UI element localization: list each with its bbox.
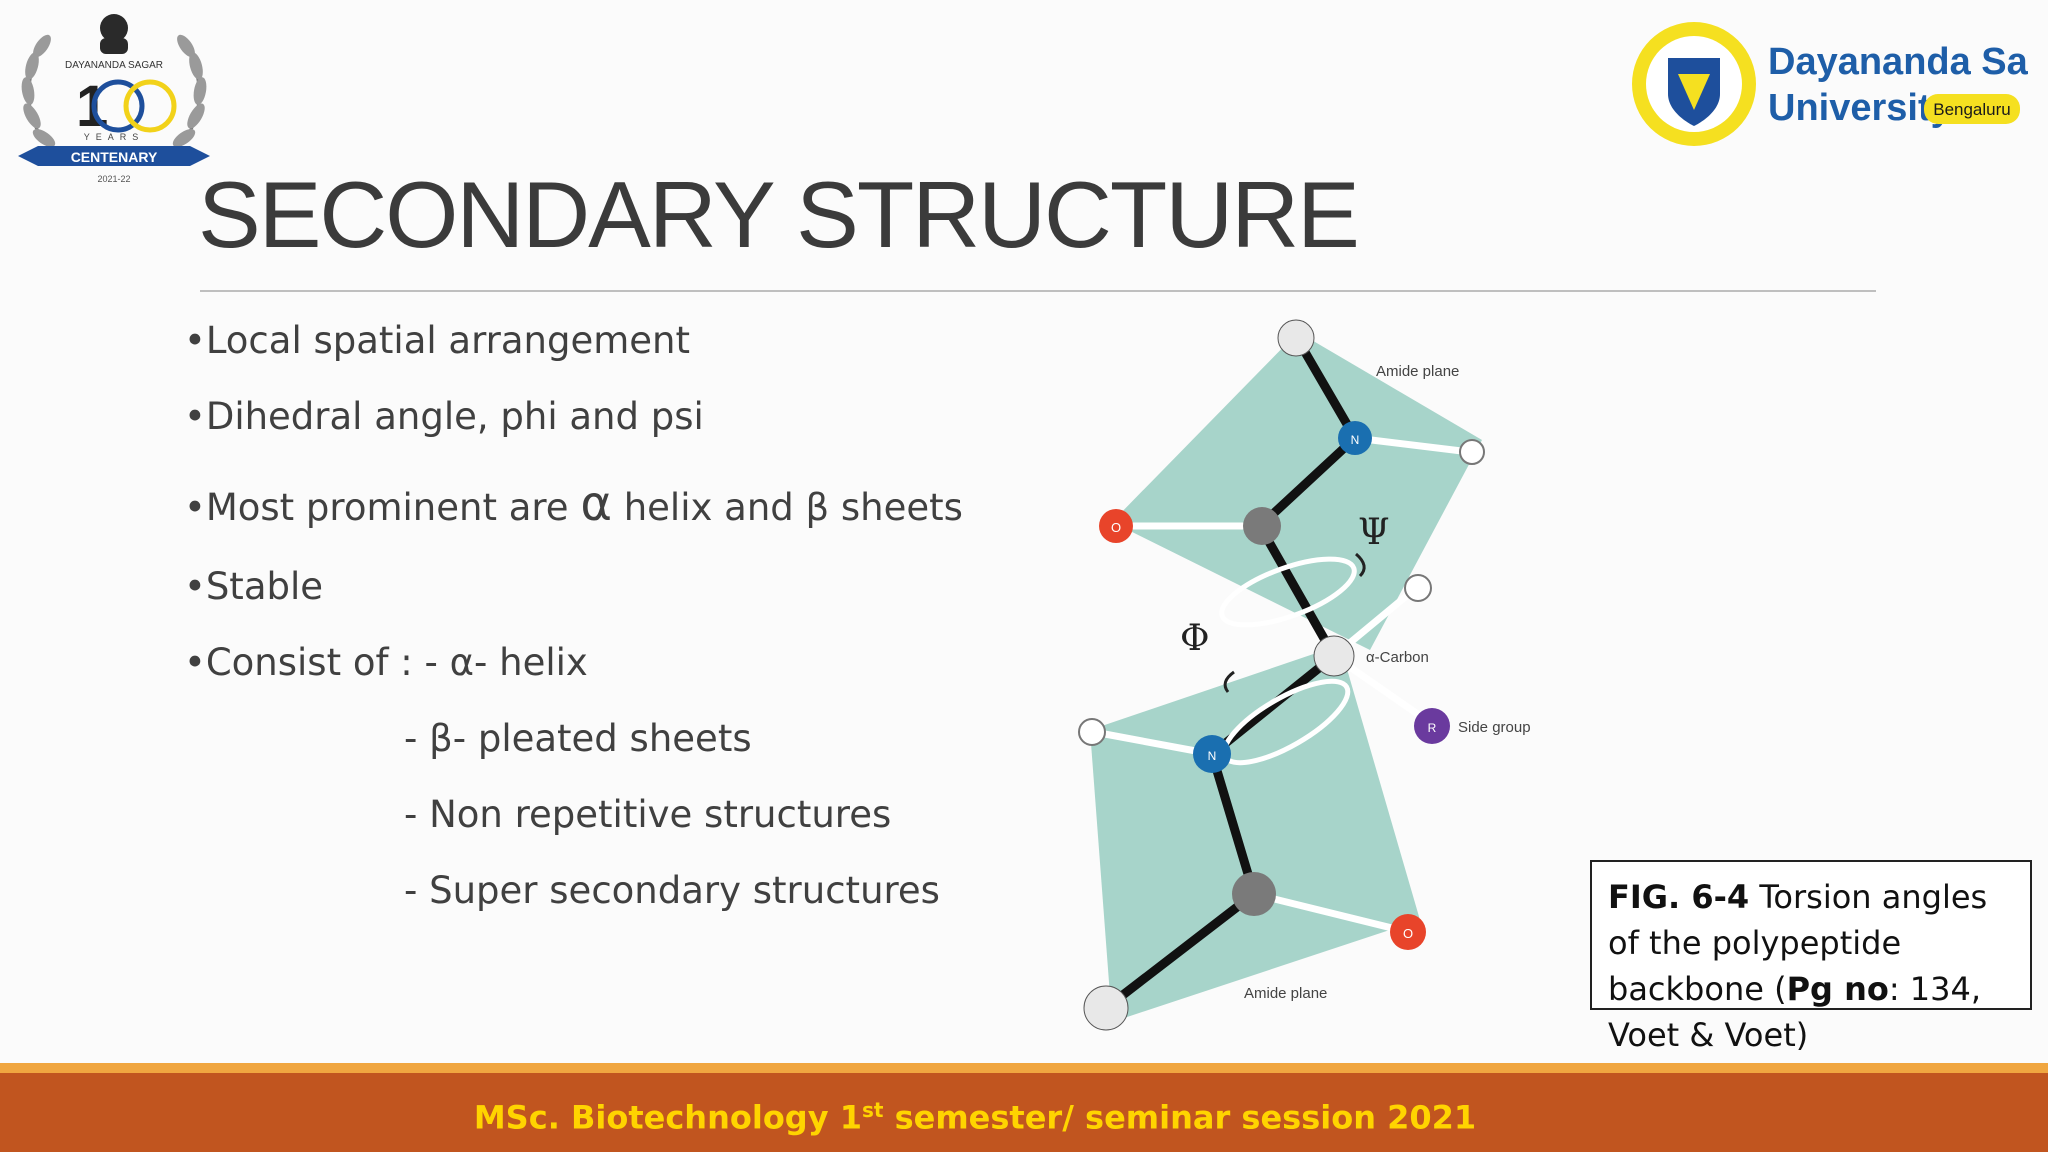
atom-n-label: N — [1351, 433, 1360, 447]
amide-plane-bottom — [1090, 645, 1420, 1022]
bullet-stable: •Stable — [184, 565, 324, 608]
figure-caption: FIG. 6-4 Torsion angles of the polypepti… — [1590, 860, 2032, 1054]
footer-prefix: MSc. Biotechnology 1 — [473, 1098, 862, 1137]
hydrogen-atom — [1459, 439, 1485, 465]
nitrogen-atom — [1338, 421, 1372, 455]
phi-symbol: Φ — [1180, 618, 1210, 659]
university-name-line1: Dayananda Sagar — [1768, 41, 2028, 83]
alpha-carbon-label: α-Carbon — [1366, 649, 1429, 666]
oxygen-atom — [1099, 509, 1133, 543]
logo-ribbon: CENTENARY — [71, 149, 158, 165]
caption-fig-label: FIG. 6-4 — [1608, 878, 1750, 916]
bullet-dihedral-angle: •Dihedral angle, phi and psi — [184, 395, 704, 438]
alpha-symbol: α — [580, 476, 612, 532]
hydrogen-atom — [1404, 574, 1432, 602]
alpha-carbon-atom — [1313, 635, 1355, 677]
side-group-atom — [1414, 708, 1450, 744]
bullet-local-arrangement: •Local spatial arrangement — [184, 319, 691, 362]
hydrogen-atom — [1083, 985, 1129, 1031]
bullet-prominent-suffix: helix and β sheets — [611, 486, 963, 529]
footer-text: MSc. Biotechnology 1st semester/ seminar… — [0, 1098, 1950, 1137]
logo-top-text: DAYANANDA SAGAR — [65, 60, 163, 71]
bullet-most-prominent: •Most prominent are α helix and β sheets — [184, 480, 963, 528]
bullet-consist-of: •Consist of : - α- helix — [184, 641, 588, 684]
title-divider — [200, 290, 1876, 292]
carbonyl-carbon-atom — [1243, 507, 1281, 545]
atom-o-label: O — [1111, 520, 1121, 535]
sub-item-non-repetitive: - Non repetitive structures — [404, 793, 892, 836]
slide-title: SECONDARY STRUCTURE — [198, 162, 1360, 267]
university-logo: Dayananda Sagar University Bengaluru — [1628, 14, 2048, 154]
amide-plane-label-bottom: Amide plane — [1244, 985, 1327, 1002]
caption-text-1: Torsion angles of the polypeptide backbo… — [1608, 878, 1988, 1008]
atom-o-label: O — [1403, 926, 1413, 941]
university-city-badge: Bengaluru — [1933, 100, 2011, 119]
bullet-prominent-prefix: •Most prominent are — [184, 486, 581, 529]
oxygen-atom — [1390, 914, 1426, 950]
sub-item-super-secondary: - Super secondary structures — [404, 869, 940, 912]
logo-years: YEARS — [84, 132, 145, 142]
carbonyl-carbon-atom — [1232, 872, 1276, 916]
hydrogen-atom — [1078, 718, 1106, 746]
centenary-logo: DAYANANDA SAGAR 1 YEARS CENTENARY 2021-2… — [14, 6, 214, 196]
hydrogen-atom — [1277, 319, 1315, 357]
torsion-angle-figure: O O N N R Amide plane α-Carbon Side grou… — [1070, 310, 1570, 1050]
side-group-label: Side group — [1458, 719, 1531, 736]
footer-stripe — [0, 1063, 2048, 1073]
atom-n-label: N — [1208, 749, 1217, 763]
caption-pg-label: Pg no — [1786, 970, 1889, 1008]
footer-suffix: semester/ seminar session 2021 — [883, 1098, 1477, 1137]
nitrogen-atom — [1193, 735, 1231, 773]
atom-r-label: R — [1428, 721, 1437, 735]
sub-item-beta-sheets: - β- pleated sheets — [404, 717, 752, 760]
footer-sup: st — [861, 1098, 884, 1122]
amide-plane-label-top: Amide plane — [1376, 363, 1459, 380]
footer-bar — [0, 1073, 2048, 1152]
university-name-line2: University — [1768, 87, 1952, 129]
psi-symbol: Ψ — [1358, 512, 1390, 553]
logo-span: 2021-22 — [97, 174, 130, 184]
caption-text-2: : 134, Voet & Voet) — [1608, 970, 1982, 1054]
